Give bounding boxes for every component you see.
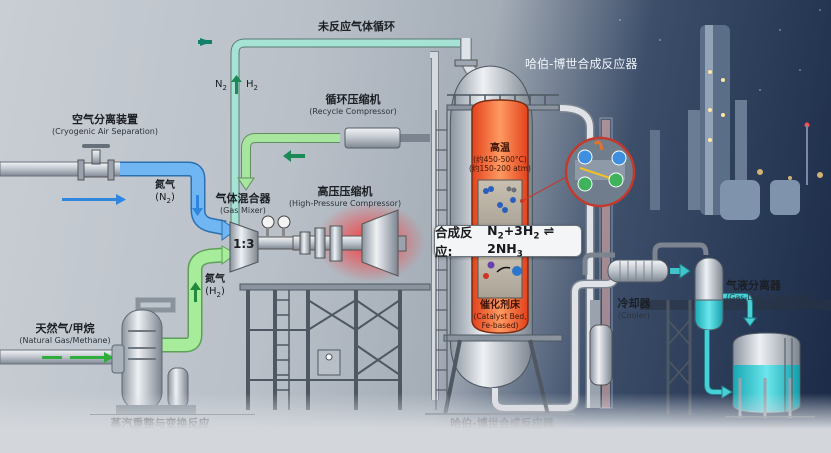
h2-molecules xyxy=(506,186,517,193)
air-separation-label: 空气分离装置 (Cryogenic Air Separation) xyxy=(20,113,190,136)
reactor-title-zh: 哈伯-博世合成反应器 xyxy=(525,57,638,71)
gas-mixer-label: 气体混合器 (Gas Mixer) xyxy=(208,192,278,215)
liquid-ammonia-label: 液氨 (Liquid Ammonia, NH3) xyxy=(718,422,828,448)
eq-n-sub: 2 xyxy=(497,231,504,241)
natural-gas-pipe xyxy=(0,349,114,365)
eq-h-sub: 2 xyxy=(533,231,540,241)
air-separation-zh: 空气分离装置 xyxy=(72,113,138,126)
catalyst-en-1: (Catalyst Bed, xyxy=(473,312,527,321)
recycle-loop-pipe xyxy=(198,38,488,400)
unreacted-gas-loop-label: 未反应气体循环 xyxy=(318,20,395,34)
nitrogen-zh: 氮气 xyxy=(155,180,175,191)
equation-formula: N2+3H2 ⇌ 2NH3 xyxy=(487,223,581,260)
reactor-conditions: 高温 (约450-500°C) (约150-200 atm) xyxy=(469,143,531,173)
formula-prefix: (H xyxy=(205,285,217,297)
high-pressure-compressor xyxy=(292,209,407,277)
cooler-en: (Cooler) xyxy=(617,310,651,320)
hydrogen-zh: 氮气 xyxy=(205,274,225,285)
n2-molecules xyxy=(483,186,516,213)
loop-h2-label: H2 xyxy=(246,79,258,92)
recycle-compressor-en: (Recycle Compressor) xyxy=(309,106,397,116)
steam-reforming-zh: 蒸汽重整与变换反应 xyxy=(110,417,210,430)
formula-prefix: (Liquid Ammonia, NH xyxy=(727,435,813,445)
conditions-pressure: (约150-200 atm) xyxy=(469,164,531,173)
separator-zh: 气液分离器 xyxy=(726,279,781,292)
steam-reformer-vessel xyxy=(90,297,255,415)
separator-label: 气液分离器 (Gas-Liquid Separator) xyxy=(726,279,817,302)
formula-suffix: ) xyxy=(220,285,225,297)
cooler xyxy=(582,242,709,408)
formula-subscript: 2 xyxy=(216,290,221,299)
night-plant-background xyxy=(599,9,831,310)
steam-reforming-en: (Steam Reforming & Shift) xyxy=(107,430,213,440)
recycle-compressor-label: 循环压缩机 (Recycle Compressor) xyxy=(308,93,398,116)
natural-gas-label: 天然气/甲烷 (Natural Gas/Methane) xyxy=(5,322,125,345)
hydrogen-formula: (H2) xyxy=(205,286,225,299)
loop-n2-label: N2 xyxy=(215,79,227,92)
conditions-zh: 高温 xyxy=(490,143,510,154)
formula-prefix: H xyxy=(246,79,254,90)
support-structure xyxy=(239,283,431,410)
reaction-equation-box: 合成反应: N2+3H2 ⇌ 2NH3 xyxy=(434,223,582,260)
gas-mixer-en: (Gas Mixer) xyxy=(220,205,266,215)
formula-suffix: ) xyxy=(815,435,819,445)
reactor-label-bottom: 哈伯-博世合成反应器 (Haber-Bosch Synthesis Reacto… xyxy=(422,417,582,440)
steam-reforming-label: 蒸汽重整与变换反应 (Steam Reforming & Shift) xyxy=(90,417,230,440)
eq-nh: 2NH xyxy=(487,241,517,256)
natural-gas-en: (Natural Gas/Methane) xyxy=(19,335,111,345)
liquid-ammonia-zh: 液氨 xyxy=(762,422,784,435)
nitrogen-feed-pipe xyxy=(0,144,237,241)
nitrogen-formula: (N2) xyxy=(155,192,175,205)
formula-subscript: 2 xyxy=(166,196,171,205)
formula-prefix: (N xyxy=(155,191,167,203)
reactor-bottom-en: (Haber-Bosch Synthesis Reactor) xyxy=(436,430,568,440)
catalyst-bed-label: 催化剂床 (Catalyst Bed, Fe-based) xyxy=(472,300,528,330)
conditions-temperature: (约450-500°C) xyxy=(473,155,527,164)
equilibrium-arrow-icon: ⇌ xyxy=(543,222,555,238)
natural-gas-zh: 天然气/甲烷 xyxy=(35,322,95,335)
reactor-title-top: 哈伯-博世合成反应器 xyxy=(525,57,638,72)
air-separation-en: (Cryogenic Air Separation) xyxy=(51,126,158,136)
formula-prefix: N xyxy=(215,79,223,90)
gas-mixer xyxy=(229,215,294,273)
hydrogen-feed-label: 氮气 (H2) xyxy=(205,274,225,299)
catalyst-inset-magnifier xyxy=(564,136,636,208)
hp-compressor-zh: 高压压缩机 xyxy=(317,185,373,198)
separator-en: (Gas-Liquid Separator) xyxy=(726,292,817,302)
formula-subscript: 3 xyxy=(812,441,816,448)
hydrogen-feed-pipe xyxy=(160,245,237,353)
gas-liquid-separator xyxy=(666,257,757,415)
eq-nh-sub: 3 xyxy=(516,249,523,260)
ammonia-storage-tank xyxy=(725,332,815,418)
hp-compressor-en: (High-Pressure Compressor) xyxy=(288,198,402,208)
recycle-compressor-zh: 循环压缩机 xyxy=(325,93,381,106)
unreacted-gas-loop-zh: 未反应气体循环 xyxy=(318,20,395,33)
eq-n: N xyxy=(487,222,498,238)
reactor-bottom-zh: 哈伯-博世合成反应器 xyxy=(450,417,554,430)
formula-subscript: 2 xyxy=(222,84,227,92)
cooler-label: 冷却器 (Cooler) xyxy=(614,297,654,320)
mixer-ratio: 1:3 xyxy=(233,237,255,251)
eq-h: +3H xyxy=(503,222,534,238)
liquid-ammonia-en: (Liquid Ammonia, NH3) xyxy=(718,436,828,448)
gas-mixer-zh: 气体混合器 xyxy=(215,192,271,205)
catalyst-en-2: Fe-based) xyxy=(481,321,519,330)
formula-subscript: 2 xyxy=(253,84,258,92)
catalyst-zh: 催化剂床 xyxy=(480,300,520,311)
hp-compressor-label: 高压压缩机 (High-Pressure Compressor) xyxy=(285,185,405,208)
equation-label: 合成反应: xyxy=(435,225,473,259)
formula-suffix: ) xyxy=(170,191,175,203)
cooler-zh: 冷却器 xyxy=(617,297,651,310)
nitrogen-feed-label: 氮气 (N2) xyxy=(155,180,175,205)
